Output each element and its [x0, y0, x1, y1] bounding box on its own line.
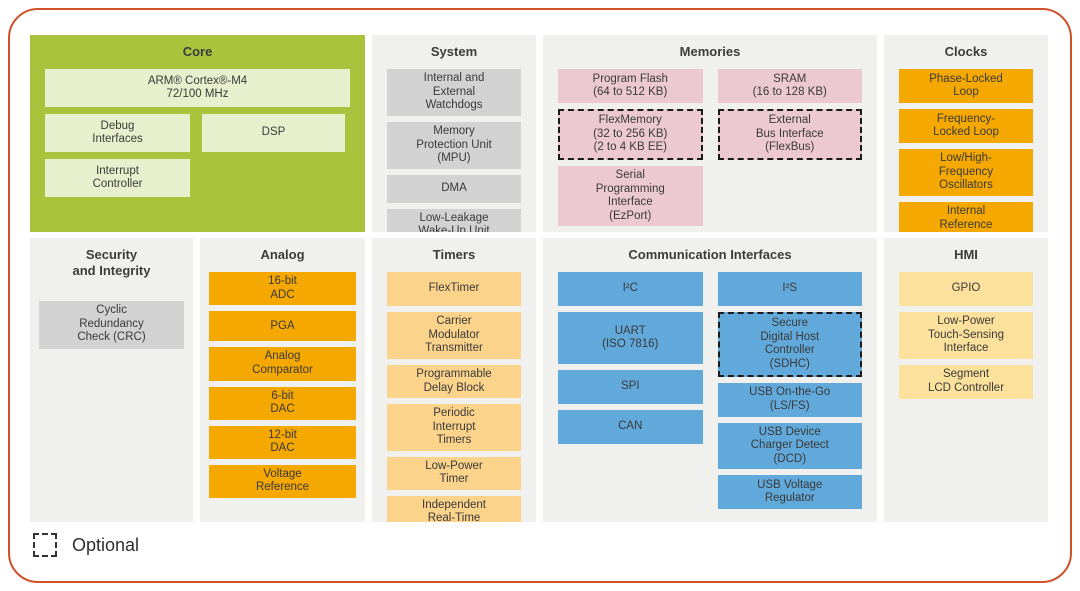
block-dsp: DSP — [202, 114, 345, 153]
block-touch-sensing: Low-Power Touch-Sensing Interface — [899, 312, 1033, 359]
core-blocks: ARM® Cortex®-M4 72/100 MHz Debug Interfa… — [30, 69, 365, 198]
section-title: Communication Interfaces — [628, 247, 792, 262]
section-title: HMI — [954, 247, 978, 262]
section-communication-interfaces: Communication Interfaces I²C UART (ISO 7… — [543, 238, 877, 522]
diagram-grid: Core ARM® Cortex®-M4 72/100 MHz Debug In… — [30, 35, 1048, 522]
memories-left-column: Program Flash (64 to 512 KB) FlexMemory … — [558, 69, 703, 227]
section-title: Analog — [260, 247, 305, 262]
block-llwu: Low-Leakage Wake-Up Unit — [387, 208, 521, 232]
block-pll: Phase-Locked Loop — [899, 69, 1033, 104]
section-hmi: HMI GPIO Low-Power Touch-Sensing Interfa… — [884, 238, 1048, 522]
block-usb-dcd: USB Device Charger Detect (DCD) — [717, 422, 862, 470]
block-uart: UART (ISO 7816) — [558, 312, 703, 365]
block-program-flash: Program Flash (64 to 512 KB) — [558, 69, 703, 104]
block-arm-cortex-m4: ARM® Cortex®-M4 72/100 MHz — [45, 69, 350, 108]
block-usb-otg: USB On-the-Go (LS/FS) — [717, 382, 862, 417]
block-sdhc: Secure Digital Host Controller (SDHC) — [717, 312, 862, 377]
block-16bit-adc: 16-bit ADC — [209, 272, 356, 306]
optional-dashed-box-icon — [33, 533, 57, 557]
block-spi: SPI — [558, 370, 703, 405]
core-row: Debug Interfaces DSP — [45, 114, 350, 153]
block-debug-interfaces: Debug Interfaces — [45, 114, 190, 153]
block-gpio: GPIO — [899, 272, 1033, 307]
block-i2s: I²S — [717, 272, 862, 307]
section-title: Core — [182, 44, 213, 59]
section-timers: Timers FlexTimer Carrier Modulator Trans… — [372, 238, 536, 522]
optional-legend-label: Optional — [72, 534, 140, 555]
block-12bit-dac: 12-bit DAC — [209, 425, 356, 459]
analog-blocks: 16-bit ADC PGA Analog Comparator 6-bit D… — [200, 272, 365, 498]
block-internal-external-watchdogs: Internal and External Watchdogs — [387, 69, 521, 116]
memories-columns: Program Flash (64 to 512 KB) FlexMemory … — [543, 69, 877, 227]
section-security-and-integrity: Security and Integrity Cyclic Redundancy… — [30, 238, 193, 522]
memories-right-column: SRAM (16 to 128 KB) External Bus Interfa… — [717, 69, 862, 226]
block-oscillators: Low/High- Frequency Oscillators — [899, 149, 1033, 196]
block-flexbus: External Bus Interface (FlexBus) — [717, 109, 862, 160]
block-internal-reference-clocks: Internal Reference Clocks — [899, 201, 1033, 232]
section-title: Clocks — [944, 44, 988, 59]
section-title: System — [430, 44, 478, 59]
block-analog-comparator: Analog Comparator — [209, 347, 356, 381]
section-analog: Analog 16-bit ADC PGA Analog Comparator … — [200, 238, 365, 522]
clocks-blocks: Phase-Locked Loop Frequency- Locked Loop… — [884, 69, 1048, 232]
security-blocks: Cyclic Redundancy Check (CRC) — [30, 289, 193, 349]
block-interrupt-controller: Interrupt Controller — [45, 159, 190, 198]
hmi-blocks: GPIO Low-Power Touch-Sensing Interface S… — [884, 272, 1048, 399]
block-pga: PGA — [209, 311, 356, 342]
block-can: CAN — [558, 410, 703, 445]
block-segment-lcd: Segment LCD Controller — [899, 364, 1033, 399]
block-flextimer: FlexTimer — [387, 272, 521, 307]
section-core: Core ARM® Cortex®-M4 72/100 MHz Debug In… — [30, 35, 365, 232]
section-title: Security and Integrity — [72, 247, 151, 279]
block-sram: SRAM (16 to 128 KB) — [717, 69, 862, 104]
timers-blocks: FlexTimer Carrier Modulator Transmitter … — [372, 272, 536, 522]
block-fll: Frequency- Locked Loop — [899, 109, 1033, 144]
section-title: Memories — [679, 44, 741, 59]
block-lptimer: Low-Power Timer — [387, 456, 521, 490]
block-flexmemory: FlexMemory (32 to 256 KB) (2 to 4 KB EE) — [558, 109, 703, 160]
block-ezport: Serial Programming Interface (EzPort) — [558, 165, 703, 227]
block-crc: Cyclic Redundancy Check (CRC) — [39, 300, 184, 349]
block-cmt: Carrier Modulator Transmitter — [387, 312, 521, 359]
communication-columns: I²C UART (ISO 7816) SPI CAN I²S Secure D… — [543, 272, 877, 510]
block-usb-vreg: USB Voltage Regulator — [717, 475, 862, 510]
section-memories: Memories Program Flash (64 to 512 KB) Fl… — [543, 35, 877, 232]
core-row: Interrupt Controller — [45, 159, 350, 198]
block-mpu: Memory Protection Unit (MPU) — [387, 121, 521, 169]
block-voltage-reference: Voltage Reference — [209, 464, 356, 498]
block-pdb: Programmable Delay Block — [387, 364, 521, 399]
block-i2c: I²C — [558, 272, 703, 307]
section-system: System Internal and External Watchdogs M… — [372, 35, 536, 232]
section-clocks: Clocks Phase-Locked Loop Frequency- Lock… — [884, 35, 1048, 232]
block-rtc: Independent Real-Time Clock (RTC) — [387, 495, 521, 522]
block-pit: Periodic Interrupt Timers — [387, 404, 521, 451]
communication-right-column: I²S Secure Digital Host Controller (SDHC… — [717, 272, 862, 510]
optional-legend: Optional — [33, 533, 139, 557]
block-6bit-dac: 6-bit DAC — [209, 386, 356, 420]
block-dma: DMA — [387, 174, 521, 203]
system-blocks: Internal and External Watchdogs Memory P… — [372, 69, 536, 232]
section-title: Timers — [432, 247, 476, 262]
communication-left-column: I²C UART (ISO 7816) SPI CAN — [558, 272, 703, 509]
